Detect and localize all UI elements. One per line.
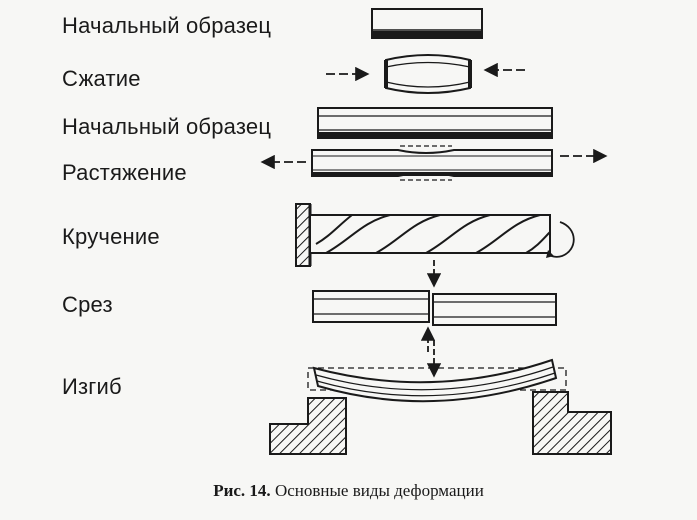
torsion-specimen [309,214,551,254]
figure-caption: Рис. 14. Основные виды деформации [0,481,697,501]
label-tension: Растяжение [62,160,187,185]
right-support [532,391,612,455]
caption-text: Основные виды деформации [274,481,484,500]
label-initial-specimen-2: Начальный образец [62,114,272,139]
caption-number: Рис. 14. [213,481,271,500]
label-compression: Сжатие [62,66,141,91]
label-bending: Изгиб [62,374,122,399]
label-initial-specimen-1: Начальный образец [62,13,272,38]
label-shear: Срез [62,292,113,317]
tension-specimen [311,145,553,181]
bending-specimen [312,358,558,403]
label-torsion: Кручение [62,224,160,249]
shear-force-arrows [420,260,442,352]
torsion-moment-arrow [546,221,575,258]
shear-specimen [312,290,557,326]
initial-specimen-2 [317,107,553,139]
compression-specimen [384,54,472,94]
tension-force-arrows [260,148,608,170]
initial-specimen-1 [371,8,483,39]
torsion-wall [295,203,312,267]
compression-force-arrows [326,62,525,82]
left-support [269,397,347,455]
